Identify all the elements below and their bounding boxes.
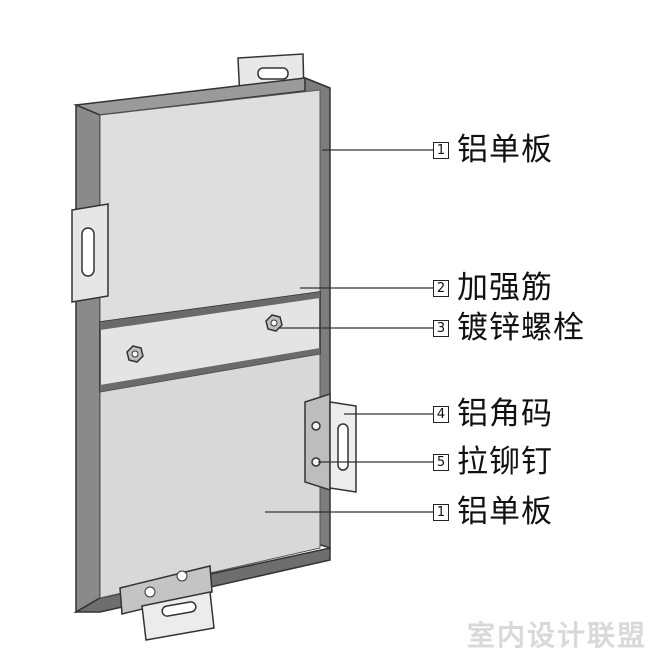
callout-label: 加强筋 xyxy=(457,270,553,306)
callout-aluminum-angle: 4 铝角码 xyxy=(433,396,553,432)
aluminum-panel-face-lower xyxy=(99,353,321,599)
left-angle-bracket xyxy=(71,203,109,303)
callout-number: 1 xyxy=(433,503,449,521)
callout-label: 铝角码 xyxy=(457,396,553,432)
galvanized-bolt xyxy=(126,314,283,363)
callout-rivet: 5 拉铆钉 xyxy=(433,444,553,480)
callout-number: 1 xyxy=(433,141,449,159)
leader-lines xyxy=(265,149,433,513)
watermark: 室内设计联盟 xyxy=(466,619,647,652)
callout-aluminum-panel-bottom: 1 铝单板 xyxy=(433,494,553,530)
callout-reinforcing-rib: 2 加强筋 xyxy=(433,270,553,306)
callout-number: 4 xyxy=(433,405,449,423)
callout-label: 拉铆钉 xyxy=(457,444,553,480)
callout-aluminum-panel-top: 1 铝单板 xyxy=(433,132,553,168)
callout-label: 铝单板 xyxy=(457,132,553,168)
callout-number: 2 xyxy=(433,279,449,297)
callout-number: 5 xyxy=(433,453,449,471)
aluminum-panel-face-upper xyxy=(99,89,321,323)
aluminum-angle-bracket xyxy=(304,392,357,493)
panel-left-edge xyxy=(75,104,101,614)
callout-galvanized-bolt: 3 镀锌螺栓 xyxy=(433,310,585,346)
callout-label: 铝单板 xyxy=(457,494,553,530)
bottom-angle-bracket xyxy=(119,565,215,641)
rivet-icon xyxy=(311,421,321,431)
callout-number: 3 xyxy=(433,319,449,337)
callout-label: 镀锌螺栓 xyxy=(457,310,585,346)
